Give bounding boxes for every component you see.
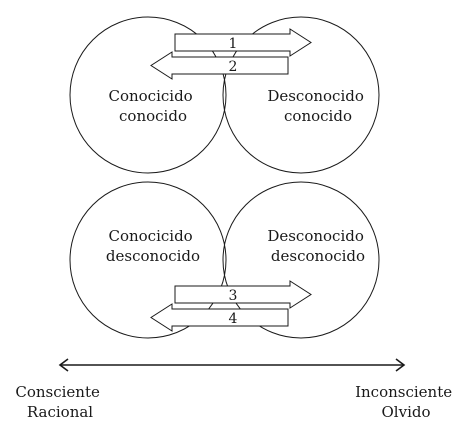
axis-left-arrowhead-icon — [58, 358, 69, 372]
arrow-2-left — [150, 51, 289, 80]
quadrant-label-bottom-left: Conocicido desconocido — [106, 227, 200, 265]
circle-top-left — [69, 16, 227, 174]
arrow-number-4: 4 — [229, 311, 238, 327]
axis-left-label: Consciente Racional — [15, 383, 104, 421]
quadrant-label-bottom-right: Desconocido desconocido — [267, 227, 368, 265]
quadrant-label-top-right: Desconocido conocido — [267, 87, 368, 125]
arrow-number-3: 3 — [229, 288, 238, 304]
circle-top-right — [222, 16, 380, 174]
arrow-3-right — [174, 280, 312, 309]
arrow-number-1: 1 — [229, 36, 238, 52]
arrow-1-right — [174, 28, 312, 57]
axis-right-label: Inconsciente Olvido — [355, 383, 457, 421]
arrow-4-left — [150, 303, 289, 332]
axis-right-arrowhead-icon — [395, 358, 406, 372]
circle-bottom-left — [69, 181, 227, 339]
quadrant-label-top-left: Conocicido conocido — [108, 87, 197, 125]
circle-bottom-right — [222, 181, 380, 339]
arrow-number-2: 2 — [229, 59, 238, 75]
